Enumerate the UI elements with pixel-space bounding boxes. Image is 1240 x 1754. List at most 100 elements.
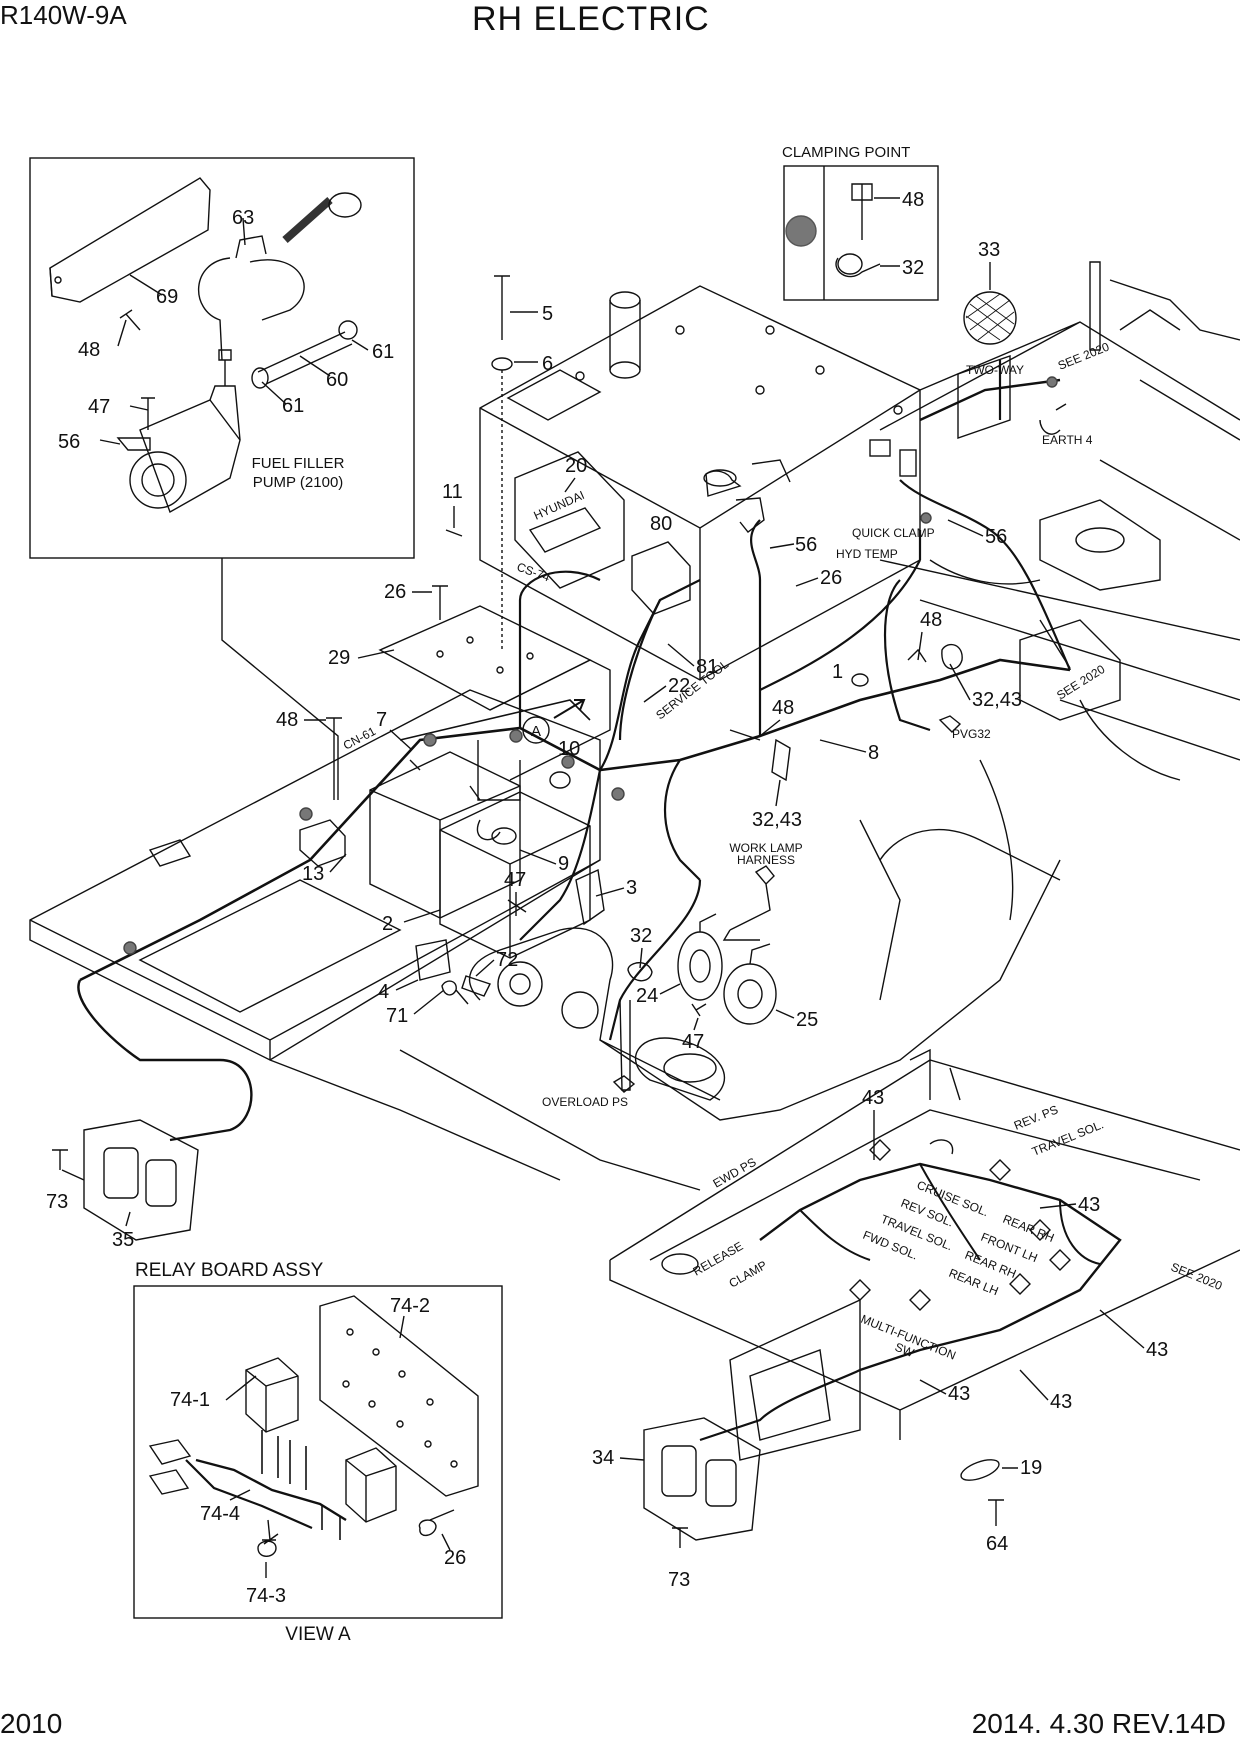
relay-74-4 xyxy=(345,1447,397,1523)
callout-48-clamp: 48 xyxy=(902,189,924,211)
callout-4: 4 xyxy=(378,981,389,1003)
view-a-caption: VIEW A xyxy=(285,1624,351,1645)
callout-43e: 43 xyxy=(1050,1391,1072,1413)
inset-leader-line xyxy=(221,558,339,800)
callout-72: 72 xyxy=(496,949,518,971)
callout-43a: 43 xyxy=(862,1087,884,1109)
callout-10: 10 xyxy=(558,738,580,760)
callout-43c: 43 xyxy=(1146,1339,1168,1361)
work-lamp-35 xyxy=(83,1119,199,1241)
relay-74-1 xyxy=(245,1357,299,1433)
bolt-47 xyxy=(141,397,155,430)
callout-13: 13 xyxy=(302,863,324,885)
callout-29: 29 xyxy=(328,647,350,669)
label-overload-ps: OVERLOAD PS xyxy=(542,1095,628,1109)
upper-frame xyxy=(879,261,1240,781)
rear-frame xyxy=(609,1048,1240,1461)
harness-to-lamp xyxy=(77,979,253,1142)
battery-left xyxy=(369,751,521,919)
callout-73b: 73 xyxy=(668,1569,690,1591)
clamp-inset-frame xyxy=(783,165,939,301)
washer-6 xyxy=(491,357,513,371)
callout-74-2: 74-2 xyxy=(390,1295,430,1317)
relay-board-plate xyxy=(319,1295,479,1497)
callout-32b: 32 xyxy=(630,925,652,947)
fuel-caption-1: FUEL FILLER xyxy=(252,455,345,472)
callout-48e: 48 xyxy=(772,697,794,719)
pipe-60 xyxy=(257,331,353,385)
callout-9: 9 xyxy=(558,853,569,875)
bolt-74-3 xyxy=(257,1519,279,1557)
callout-60: 60 xyxy=(326,369,348,391)
bolt-26-relay xyxy=(418,1509,455,1536)
page-number: 2010 xyxy=(0,1708,63,1739)
callout-2: 2 xyxy=(382,913,393,935)
label-earth-4: EARTH 4 xyxy=(1042,433,1093,447)
bracket-56 xyxy=(116,437,151,451)
callout-7: 7 xyxy=(376,709,387,731)
unit-80 xyxy=(631,541,691,615)
ecu-20 xyxy=(514,451,625,589)
callout-80: 80 xyxy=(650,513,672,535)
callout-63: 63 xyxy=(232,207,254,229)
mount-block xyxy=(1039,499,1161,591)
callout-32-clamp: 32 xyxy=(902,257,924,279)
callout-25: 25 xyxy=(796,1009,818,1031)
callout-43b: 43 xyxy=(1078,1194,1100,1216)
callout-11: 11 xyxy=(442,481,463,503)
relay-inset-title: RELAY BOARD ASSY xyxy=(135,1260,324,1281)
callout-34: 34 xyxy=(592,1447,614,1469)
fuel-pump-body xyxy=(139,399,241,514)
callout-26b: 26 xyxy=(384,581,406,603)
callout-26-relay: 26 xyxy=(444,1547,466,1569)
view-a-marker xyxy=(522,716,550,744)
bolt-48-vert xyxy=(326,717,342,800)
relay-harness xyxy=(195,1458,347,1522)
clamp-caption: CLAMPING POINT xyxy=(782,144,910,161)
callout-43d: 43 xyxy=(948,1383,970,1405)
callout-19: 19 xyxy=(1020,1457,1042,1479)
label-quick-clamp: QUICK CLAMP xyxy=(852,526,935,540)
label-see-2020-c: SEE 2020 xyxy=(1169,1260,1225,1293)
connector-b xyxy=(148,1469,190,1495)
relay-inset-frame xyxy=(133,1285,503,1619)
callout-74-3: 74-3 xyxy=(246,1585,286,1607)
bolt-48 xyxy=(119,309,141,331)
label-work-lamp-1: WORK LAMP xyxy=(729,841,802,855)
hose-63 xyxy=(197,257,305,361)
callout-74-4: 74-4 xyxy=(200,1503,240,1525)
harness-right-branch xyxy=(899,479,1072,671)
clamping-point-inset: CLAMPING POINT 48 32 xyxy=(782,144,939,301)
horn-24 xyxy=(677,931,723,1001)
connector-a xyxy=(148,1439,192,1465)
clamp-bolt xyxy=(835,183,881,278)
callout-69: 69 xyxy=(156,286,178,308)
label-hyd-temp: HYD TEMP xyxy=(836,547,898,561)
label-clamp: CLAMP xyxy=(727,1258,770,1291)
rear-recess xyxy=(729,1298,861,1461)
page-title: RH ELECTRIC xyxy=(472,0,710,38)
callout-26: 26 xyxy=(820,567,842,589)
relay-board-inset: RELAY BOARD ASSY 74-2 74-1 74-4 74-3 26 … xyxy=(133,1260,503,1645)
harness-top-right xyxy=(919,378,1061,422)
callout-22: 22 xyxy=(668,675,690,697)
callout-47: 47 xyxy=(88,396,110,418)
callout-61b: 61 xyxy=(282,395,304,417)
fuel-caption-2: PUMP (2100) xyxy=(253,474,344,491)
callout-48c: 48 xyxy=(920,609,942,631)
callout-48d: 48 xyxy=(276,709,298,731)
bracket-13 xyxy=(299,819,346,867)
callout-71: 71 xyxy=(386,1005,408,1027)
lower-frame xyxy=(269,759,1061,1191)
callout-3: 3 xyxy=(626,877,637,899)
callout-33: 33 xyxy=(978,239,1000,261)
callout-81: 81 xyxy=(696,656,718,678)
label-two-way: TWO-WAY xyxy=(966,363,1024,377)
label-service-tool: SERVICE TOOL xyxy=(653,657,731,722)
callout-48: 48 xyxy=(78,339,100,361)
callout-1: 1 xyxy=(832,661,843,683)
label-multi-function-2: SW xyxy=(893,1340,917,1360)
callout-A: A xyxy=(531,723,541,740)
label-rev-ps: REV. PS xyxy=(1012,1102,1060,1132)
horn-25 xyxy=(723,963,777,1025)
